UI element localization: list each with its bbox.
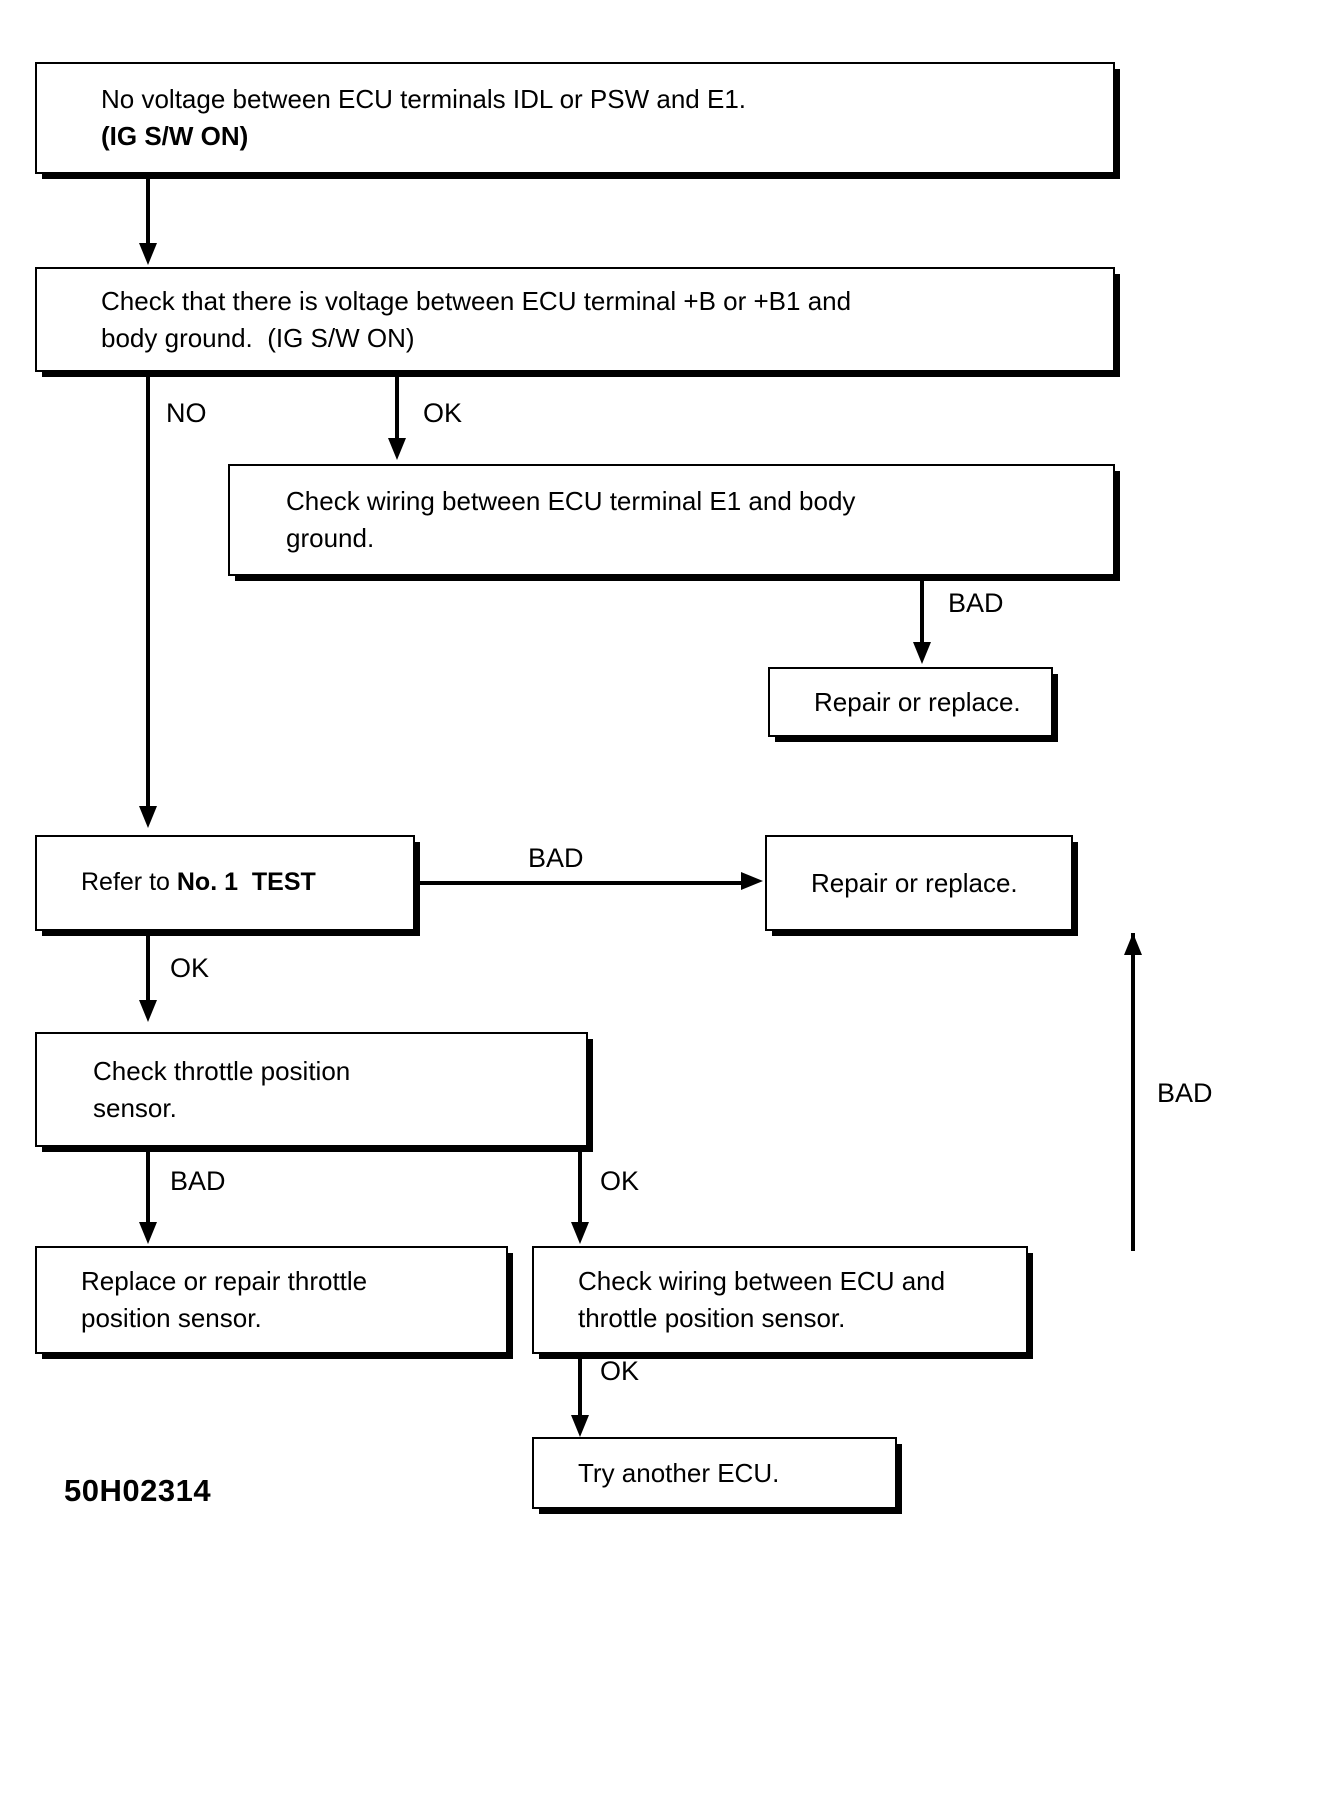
flow-node-repair-or-replace-1: Repair or replace.: [768, 667, 1053, 737]
flow-node-try-another-ecu-line-1: Try another ECU.: [578, 1457, 780, 1488]
arrowhead-ok-branch-1: [388, 438, 406, 460]
edge-label-ok-4: OK: [600, 1356, 640, 1386]
figure-reference-code: 50H02314: [64, 1473, 212, 1508]
refer-test-emphasis: No. 1 TEST: [176, 868, 316, 897]
flow-node-repair-or-replace-2-text: Repair or replace.: [767, 837, 1071, 929]
flow-node-start-line-1: No voltage between ECU terminals IDL or …: [101, 84, 746, 115]
connector-bad-branch-4: [1131, 933, 1135, 1251]
flow-node-repair-or-replace-1-line-1: Repair or replace.: [814, 686, 1021, 717]
connector-ok-branch-2: [146, 931, 150, 1005]
flow-node-check-tps-line-1: Check throttle position: [93, 1055, 351, 1086]
flow-node-check-voltage-b-line-2: body ground. (IG S/W ON): [101, 322, 415, 353]
flow-node-try-another-ecu-text: Try another ECU.: [534, 1439, 895, 1507]
arrowhead-bad-branch-1: [913, 642, 931, 664]
connector-ok-branch-4: [578, 1354, 582, 1422]
flow-node-repair-or-replace-1-text: Repair or replace.: [770, 669, 1051, 735]
flow-node-check-throttle-position-sensor-text: Check throttle position sensor.: [37, 1034, 586, 1145]
flow-node-replace-throttle-position-sensor: Replace or repair throttle position sens…: [35, 1246, 508, 1354]
flow-node-repair-or-replace-2: Repair or replace.: [765, 835, 1073, 931]
arrowhead-no-branch: [139, 806, 157, 828]
arrowhead-start-to-check-voltage: [139, 243, 157, 265]
arrowhead-ok-branch-2: [139, 1000, 157, 1022]
edge-label-ok-1: OK: [423, 398, 463, 428]
flow-node-refer-to-no-1-test-text: Refer to No. 1 TEST: [37, 837, 413, 929]
arrowhead-ok-branch-4: [571, 1415, 589, 1437]
flow-node-check-wiring-tps-line-2: throttle position sensor.: [578, 1303, 846, 1333]
flow-node-start: No voltage between ECU terminals IDL or …: [35, 62, 1115, 174]
arrowhead-bad-branch-2: [741, 872, 763, 890]
edge-label-no-1: NO: [166, 398, 207, 428]
refer-prefix: Refer to: [81, 868, 177, 897]
connector-bad-branch-1: [920, 576, 924, 648]
flow-node-check-tps-line-2: sensor.: [93, 1092, 177, 1123]
flow-node-check-wiring-e1-line-2: ground.: [286, 523, 375, 553]
edge-label-bad-1: BAD: [948, 588, 1004, 618]
edge-label-bad-4: BAD: [1157, 1078, 1213, 1108]
arrowhead-bad-branch-3: [139, 1222, 157, 1244]
flow-node-check-wiring-ecu-tps: Check wiring between ECU and throttle po…: [532, 1246, 1028, 1354]
flow-node-start-text: No voltage between ECU terminals IDL or …: [37, 64, 1113, 172]
flow-node-replace-tps-line-2: position sensor.: [81, 1303, 262, 1333]
edge-label-bad-2: BAD: [528, 843, 584, 873]
flow-node-refer-to-no-1-test-line-1: Refer to No. 1 TEST: [37, 865, 413, 901]
flow-node-check-voltage-b-line-1: Check that there is voltage between ECU …: [101, 285, 852, 316]
edge-label-bad-3: BAD: [170, 1166, 226, 1196]
flow-node-check-wiring-tps-line-1: Check wiring between ECU and: [578, 1266, 946, 1297]
flow-node-start-line-2: (IG S/W ON): [101, 121, 249, 151]
flow-node-replace-tps-line-1: Replace or repair throttle: [81, 1266, 368, 1297]
flow-node-try-another-ecu: Try another ECU.: [532, 1437, 897, 1509]
arrowhead-ok-branch-3: [571, 1222, 589, 1244]
flow-node-check-voltage-b: Check that there is voltage between ECU …: [35, 267, 1115, 372]
connector-ok-branch-1: [395, 372, 399, 444]
flow-node-check-wiring-e1: Check wiring between ECU terminal E1 and…: [228, 464, 1115, 576]
flow-node-check-wiring-e1-line-1: Check wiring between ECU terminal E1 and…: [286, 486, 856, 517]
flow-node-check-wiring-ecu-tps-text: Check wiring between ECU and throttle po…: [534, 1248, 1026, 1352]
arrowhead-bad-branch-4: [1124, 933, 1142, 955]
flow-node-refer-to-no-1-test: Refer to No. 1 TEST: [35, 835, 415, 931]
connector-bad-branch-3: [146, 1147, 150, 1229]
edge-label-ok-3: OK: [600, 1166, 640, 1196]
connector-bad-branch-2: [415, 881, 745, 885]
connector-no-branch: [146, 372, 150, 812]
flow-node-check-wiring-e1-text: Check wiring between ECU terminal E1 and…: [230, 466, 1113, 574]
flow-node-replace-tps-text: Replace or repair throttle position sens…: [37, 1248, 506, 1352]
flow-node-check-throttle-position-sensor: Check throttle position sensor.: [35, 1032, 588, 1147]
connector-ok-branch-3: [578, 1147, 582, 1229]
flow-node-check-voltage-b-text: Check that there is voltage between ECU …: [37, 269, 1113, 370]
flow-node-repair-or-replace-2-line-1: Repair or replace.: [811, 867, 1018, 898]
connector-start-to-check-voltage: [146, 178, 150, 248]
edge-label-ok-2: OK: [170, 953, 210, 983]
